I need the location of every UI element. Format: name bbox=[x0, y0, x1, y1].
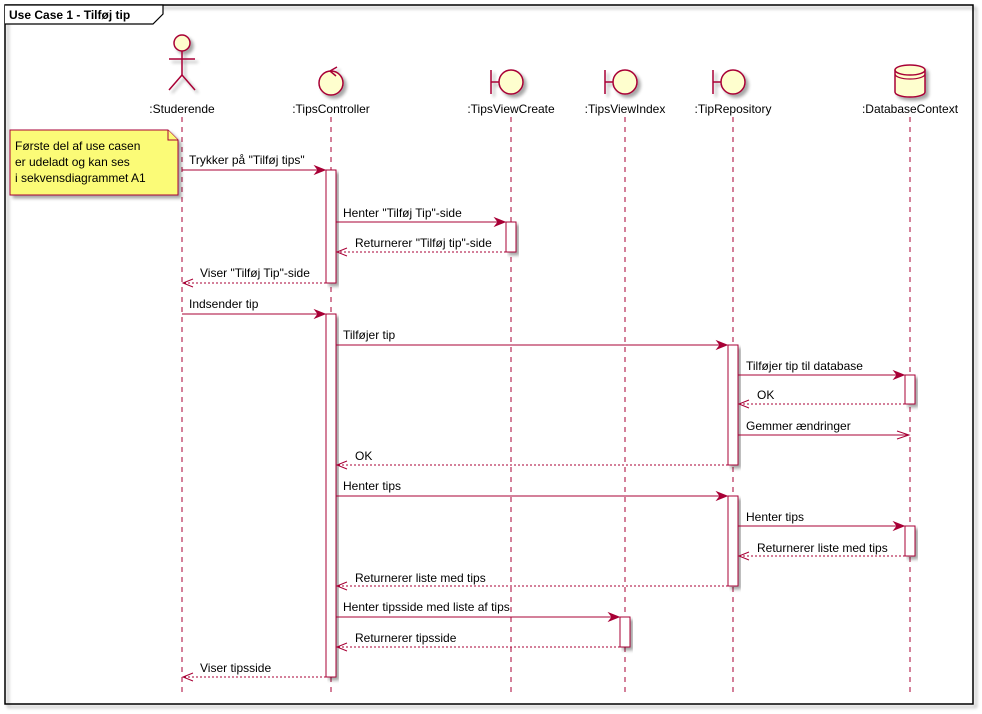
message-label: Tilføjer tip bbox=[343, 328, 396, 342]
message-label: Gemmer ændringer bbox=[746, 419, 851, 433]
message-label: Returnerer "Tilføj tip"-side bbox=[355, 236, 492, 250]
message-label: Tilføjer tip til database bbox=[746, 359, 863, 373]
arrowhead bbox=[335, 460, 348, 470]
participant-label-tipsviewindex: :TipsViewIndex bbox=[585, 102, 666, 116]
activation-bars bbox=[325, 169, 916, 678]
message: Returnerer tipsside bbox=[335, 631, 620, 652]
boundary-icon bbox=[604, 69, 638, 95]
participant-label-tipsviewcreate: :TipsViewCreate bbox=[467, 102, 555, 116]
message-label: Henter tips bbox=[746, 510, 804, 524]
arrowhead bbox=[715, 490, 729, 502]
boundary-icon bbox=[490, 69, 524, 95]
participant-label-studerende: :Studerende bbox=[149, 102, 215, 116]
arrowhead bbox=[335, 247, 348, 257]
message-label: OK bbox=[757, 388, 774, 402]
lifelines bbox=[181, 117, 911, 693]
arrowhead bbox=[335, 581, 348, 591]
note-line: er udeladt og kan ses bbox=[15, 155, 130, 169]
frame-title: Use Case 1 - Tilføj tip bbox=[9, 8, 130, 22]
arrowhead bbox=[896, 430, 911, 440]
message: Returnerer liste med tips bbox=[737, 541, 905, 561]
note: Første del af use casen er udeladt og ka… bbox=[9, 129, 179, 196]
message: Henter "Tilføj Tip"-side bbox=[336, 206, 507, 228]
activation-bar bbox=[325, 169, 337, 284]
arrowhead bbox=[493, 216, 507, 228]
arrowhead bbox=[313, 308, 327, 320]
note-line: i sekvensdiagrammet A1 bbox=[15, 171, 146, 185]
activation-bar bbox=[727, 495, 739, 587]
note-box bbox=[9, 129, 179, 196]
activation-bar bbox=[505, 221, 517, 253]
message: OK bbox=[737, 388, 905, 409]
note-fold bbox=[167, 130, 178, 141]
message-label: Viser tipsside bbox=[200, 661, 271, 675]
participant-label-tiprepository: :TipRepository bbox=[695, 102, 772, 116]
message-label: Trykker på "Tilføj tips" bbox=[189, 153, 305, 167]
message-label: OK bbox=[355, 449, 372, 463]
arrowhead bbox=[892, 369, 906, 381]
arrowhead bbox=[715, 339, 729, 351]
participant-heads: :Studerende :TipsController :TipsViewCre… bbox=[149, 34, 959, 116]
message: Returnerer "Tilføj tip"-side bbox=[335, 236, 506, 257]
message-label: Returnerer tipsside bbox=[355, 631, 457, 645]
message-label: Viser "Tilføj Tip"-side bbox=[200, 266, 310, 280]
message: Viser "Tilføj Tip"-side bbox=[181, 266, 326, 288]
arrowhead bbox=[607, 611, 621, 623]
message-label: Henter tips bbox=[343, 479, 401, 493]
message: Tilføjer tip bbox=[336, 328, 729, 351]
message: Henter tipsside med liste af tips bbox=[336, 600, 621, 623]
message-label: Henter "Tilføj Tip"-side bbox=[343, 206, 462, 220]
frame-title-tab bbox=[5, 4, 164, 25]
message: Henter tips bbox=[738, 510, 906, 532]
message: Trykker på "Tilføj tips" bbox=[182, 153, 327, 176]
message: Viser tipsside bbox=[181, 661, 326, 682]
frame: Use Case 1 - Tilføj tip bbox=[4, 4, 974, 705]
message: Gemmer ændringer bbox=[738, 419, 911, 440]
boundary-icon bbox=[712, 69, 746, 95]
note-line: Første del af use casen bbox=[15, 139, 140, 153]
activation-bar bbox=[904, 525, 916, 557]
actor-icon bbox=[168, 34, 196, 91]
control-icon bbox=[318, 66, 344, 96]
arrowhead bbox=[313, 164, 327, 176]
activation-bar bbox=[325, 313, 337, 678]
messages: Trykker på "Tilføj tips" Henter "Tilføj … bbox=[181, 153, 911, 682]
database-icon bbox=[894, 64, 926, 98]
message-label: Henter tipsside med liste af tips bbox=[343, 600, 510, 614]
arrowhead bbox=[181, 672, 194, 682]
activation-bar bbox=[904, 374, 916, 405]
message: Henter tips bbox=[336, 479, 729, 502]
activation-bar bbox=[619, 616, 631, 648]
message: Tilføjer tip til database bbox=[738, 359, 906, 381]
message: Returnerer liste med tips bbox=[335, 571, 728, 591]
arrowhead bbox=[737, 399, 750, 409]
message-label: Returnerer liste med tips bbox=[757, 541, 888, 555]
message-label: Indsender tip bbox=[189, 297, 259, 311]
participant-label-databasecontext: :DatabaseContext bbox=[862, 102, 959, 116]
message-label: Returnerer liste med tips bbox=[355, 571, 486, 585]
message: Indsender tip bbox=[182, 297, 327, 320]
participant-label-tipscontroller: :TipsController bbox=[292, 102, 370, 116]
arrowhead bbox=[892, 520, 906, 532]
activation-bar bbox=[727, 344, 739, 466]
frame-border bbox=[4, 4, 974, 705]
message: OK bbox=[335, 449, 728, 470]
arrowhead bbox=[737, 551, 750, 561]
arrowhead bbox=[335, 642, 348, 652]
arrowhead bbox=[181, 278, 194, 288]
